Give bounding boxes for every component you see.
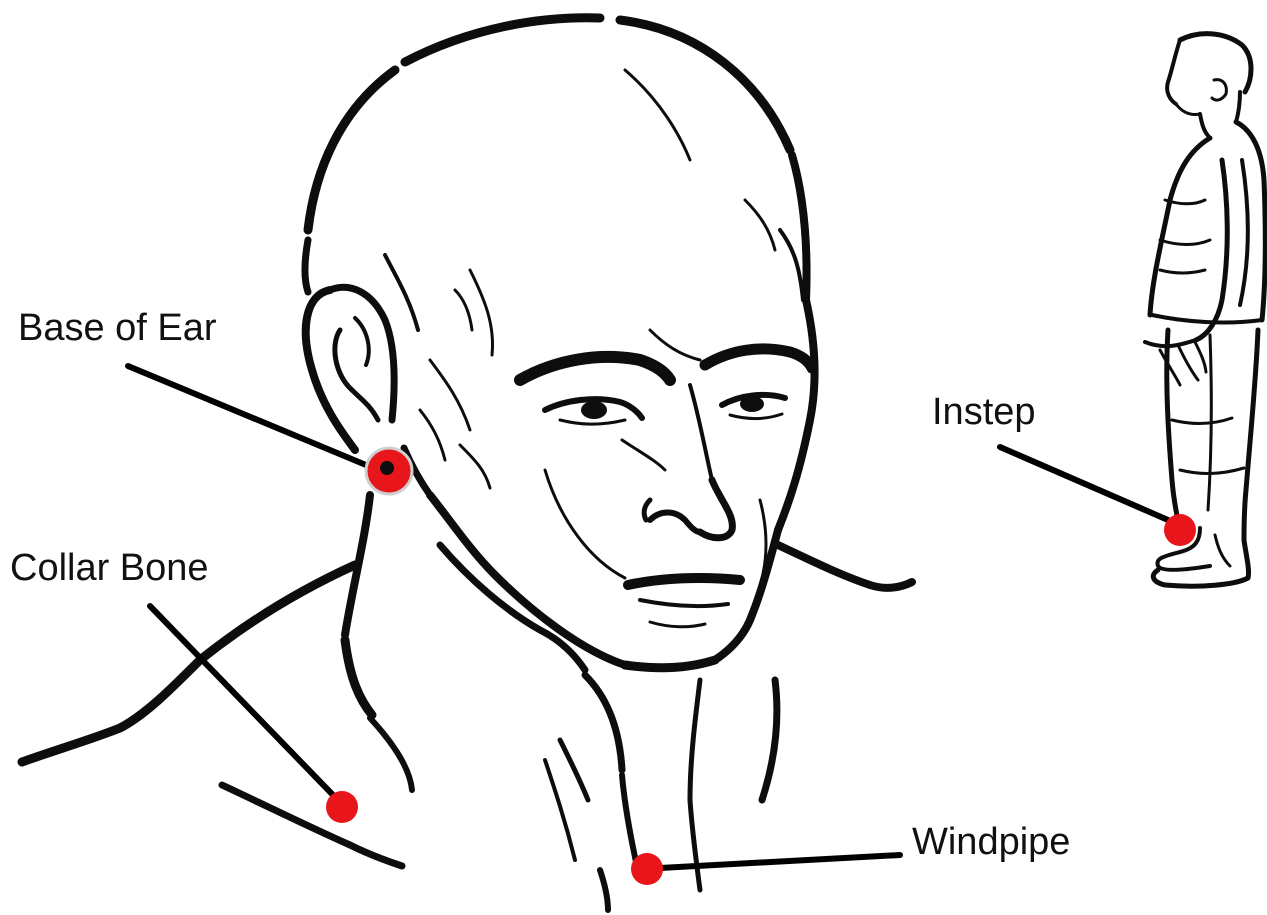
base-of-ear-label: Base of Ear [18, 307, 217, 349]
head-illustration [22, 18, 912, 910]
instep-leader-line [1000, 447, 1168, 520]
collar-bone-label: Collar Bone [10, 547, 209, 589]
windpipe-label: Windpipe [912, 821, 1070, 863]
standing-soldier-illustration [1145, 34, 1265, 586]
instep-marker [1164, 514, 1196, 546]
base-of-ear-marker [366, 448, 412, 494]
windpipe-marker [631, 853, 663, 885]
collar-bone-marker [326, 791, 358, 823]
instep-label: Instep [932, 391, 1036, 433]
